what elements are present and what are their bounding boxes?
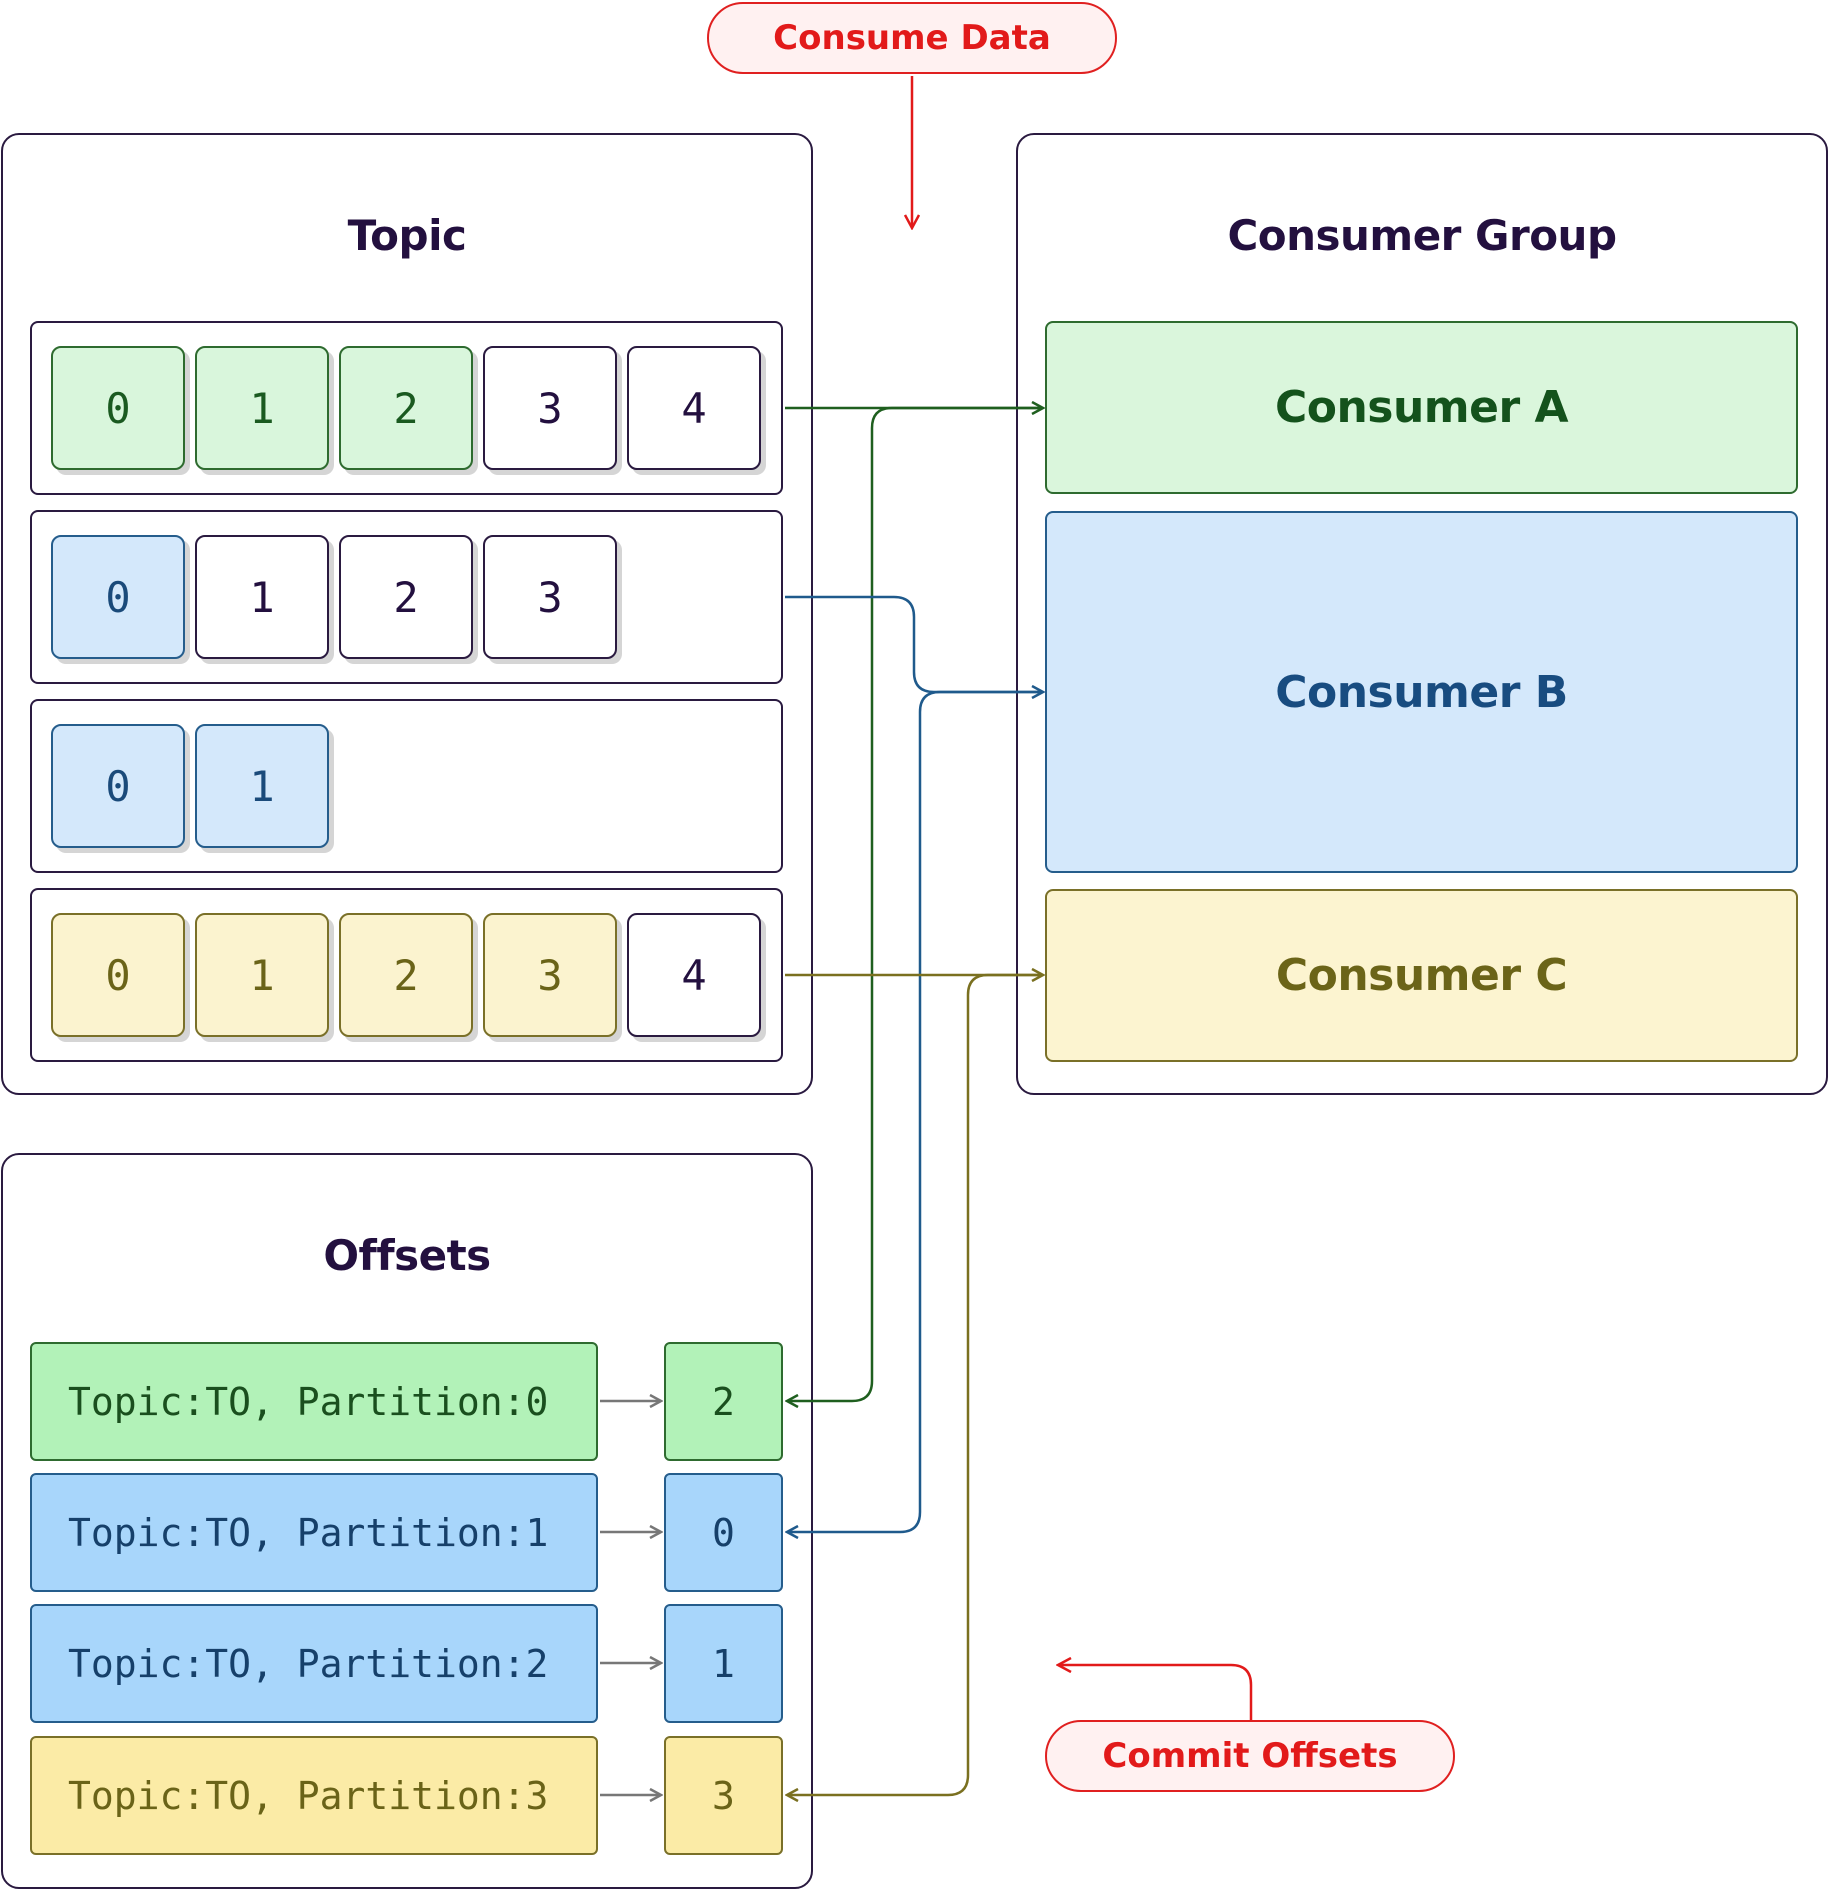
offset-label: Topic:TO, Partition:2 (68, 1641, 549, 1686)
message-cell: 1 (195, 346, 329, 470)
offset-value: 0 (712, 1510, 735, 1555)
message-cell: 1 (195, 535, 329, 659)
offset-value-box: 1 (664, 1604, 783, 1723)
consumer-group-title: Consumer Group (1227, 211, 1617, 260)
message-cell: 1 (195, 724, 329, 848)
message-cell: 4 (627, 346, 761, 470)
message-cell: 0 (51, 535, 185, 659)
message-cell: 3 (483, 913, 617, 1037)
commit-offsets-arrow (1058, 1665, 1253, 1720)
message-cell: 2 (339, 346, 473, 470)
message-cell: 2 (339, 913, 473, 1037)
message-cell: 0 (51, 724, 185, 848)
offsets-title: Offsets (323, 1231, 491, 1280)
offset-label: Topic:TO, Partition:1 (68, 1510, 549, 1555)
message-cell: 3 (483, 346, 617, 470)
offset-label: Topic:TO, Partition:3 (68, 1773, 549, 1818)
consumer-c-label: Consumer C (1275, 950, 1568, 1001)
consume-data-label: Consume Data (707, 2, 1117, 74)
offset-value: 3 (712, 1773, 735, 1818)
message-cell: 1 (195, 913, 329, 1037)
message-cell: 3 (483, 535, 617, 659)
consumer-b: Consumer B (1045, 511, 1798, 873)
commit-offsets-label: Commit Offsets (1045, 1720, 1455, 1792)
message-cell: 0 (51, 346, 185, 470)
offset-label-box: Topic:TO, Partition:2 (30, 1604, 598, 1723)
offset-value: 2 (712, 1379, 735, 1424)
consumer-a-label: Consumer A (1274, 382, 1569, 433)
partition-1-to-consumer-b-arrow (785, 595, 1043, 692)
message-cell: 4 (627, 913, 761, 1037)
offset-label-box: Topic:TO, Partition:0 (30, 1342, 598, 1461)
offset-label-box: Topic:TO, Partition:1 (30, 1473, 598, 1592)
commit-offsets-text: Commit Offsets (1102, 1736, 1398, 1776)
offset-value: 1 (712, 1641, 735, 1686)
message-cell: 0 (51, 913, 185, 1037)
consumer-a-commit-arrow (787, 406, 1043, 1401)
consumer-c: Consumer C (1045, 889, 1798, 1062)
consumer-b-label: Consumer B (1275, 666, 1568, 718)
consumer-c-commit-arrow (787, 973, 1043, 1795)
offset-value-box: 2 (664, 1342, 783, 1461)
consumer-b-commit-arrow (787, 690, 1043, 1532)
topic-title: Topic (347, 211, 467, 260)
offset-label-box: Topic:TO, Partition:3 (30, 1736, 598, 1855)
offset-label: Topic:TO, Partition:0 (68, 1379, 549, 1424)
message-cell: 2 (339, 535, 473, 659)
offset-value-box: 0 (664, 1473, 783, 1592)
consume-data-text: Consume Data (773, 18, 1051, 58)
consumer-a: Consumer A (1045, 321, 1798, 494)
offset-value-box: 3 (664, 1736, 783, 1855)
